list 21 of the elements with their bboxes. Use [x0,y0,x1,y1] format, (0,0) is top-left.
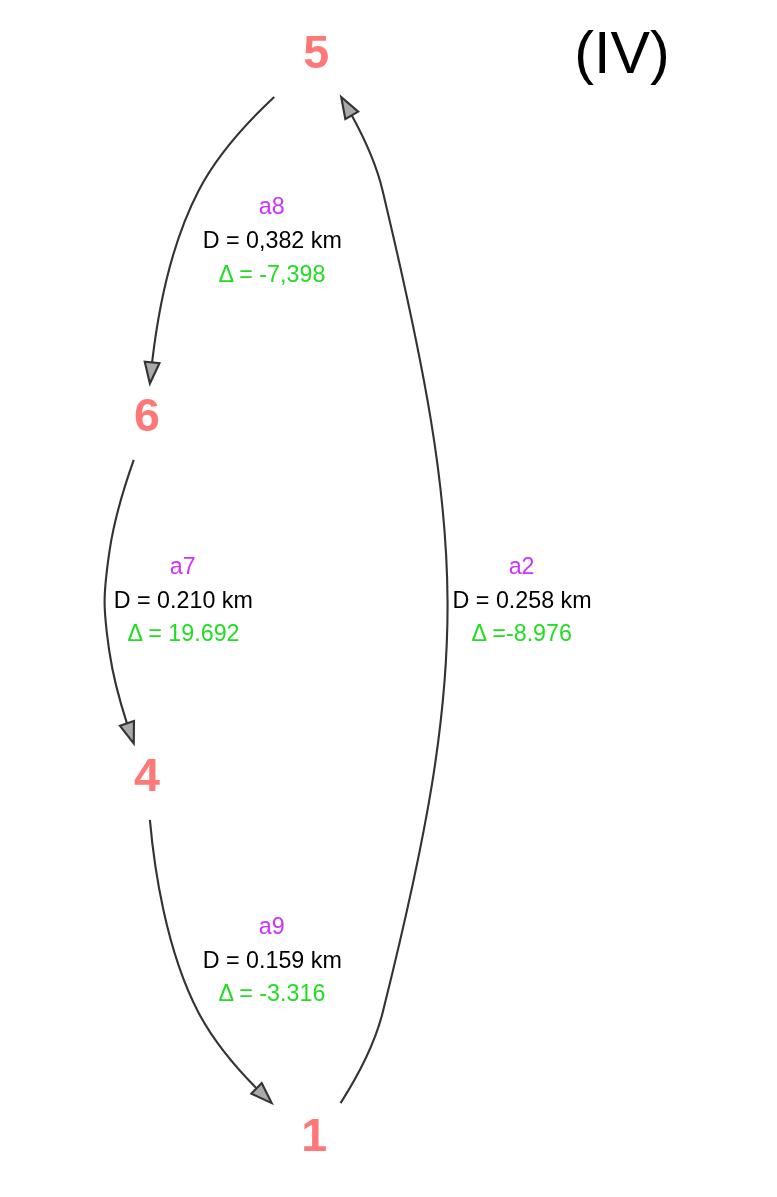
arrow [143,96,275,387]
edge-label: D = 0.210 km [113,586,253,613]
edge-label: a2 [508,552,535,579]
node-text: 1 [301,1109,328,1162]
edge-label: D = 0,382 km [202,226,342,253]
arrow [339,94,449,1104]
edge-label: Δ = -3.316 [218,980,326,1007]
arrow [103,459,136,747]
edge-label: D = 0.258 km [452,586,592,613]
edge-label: D = 0.159 km [202,946,342,973]
node-text: 5 [303,26,330,79]
edge-label: a8 [258,192,285,219]
node-text: 6 [133,389,160,442]
edge-label: a9 [258,912,285,939]
edge-label: a7 [169,552,196,579]
edge-label: Δ = 19.692 [127,620,240,647]
label: (IV) [574,19,670,87]
edge-label: Δ =-8.976 [471,620,572,647]
node-text: 4 [133,749,160,802]
edge-label: Δ = -7,398 [218,260,326,287]
arrow [148,819,274,1106]
